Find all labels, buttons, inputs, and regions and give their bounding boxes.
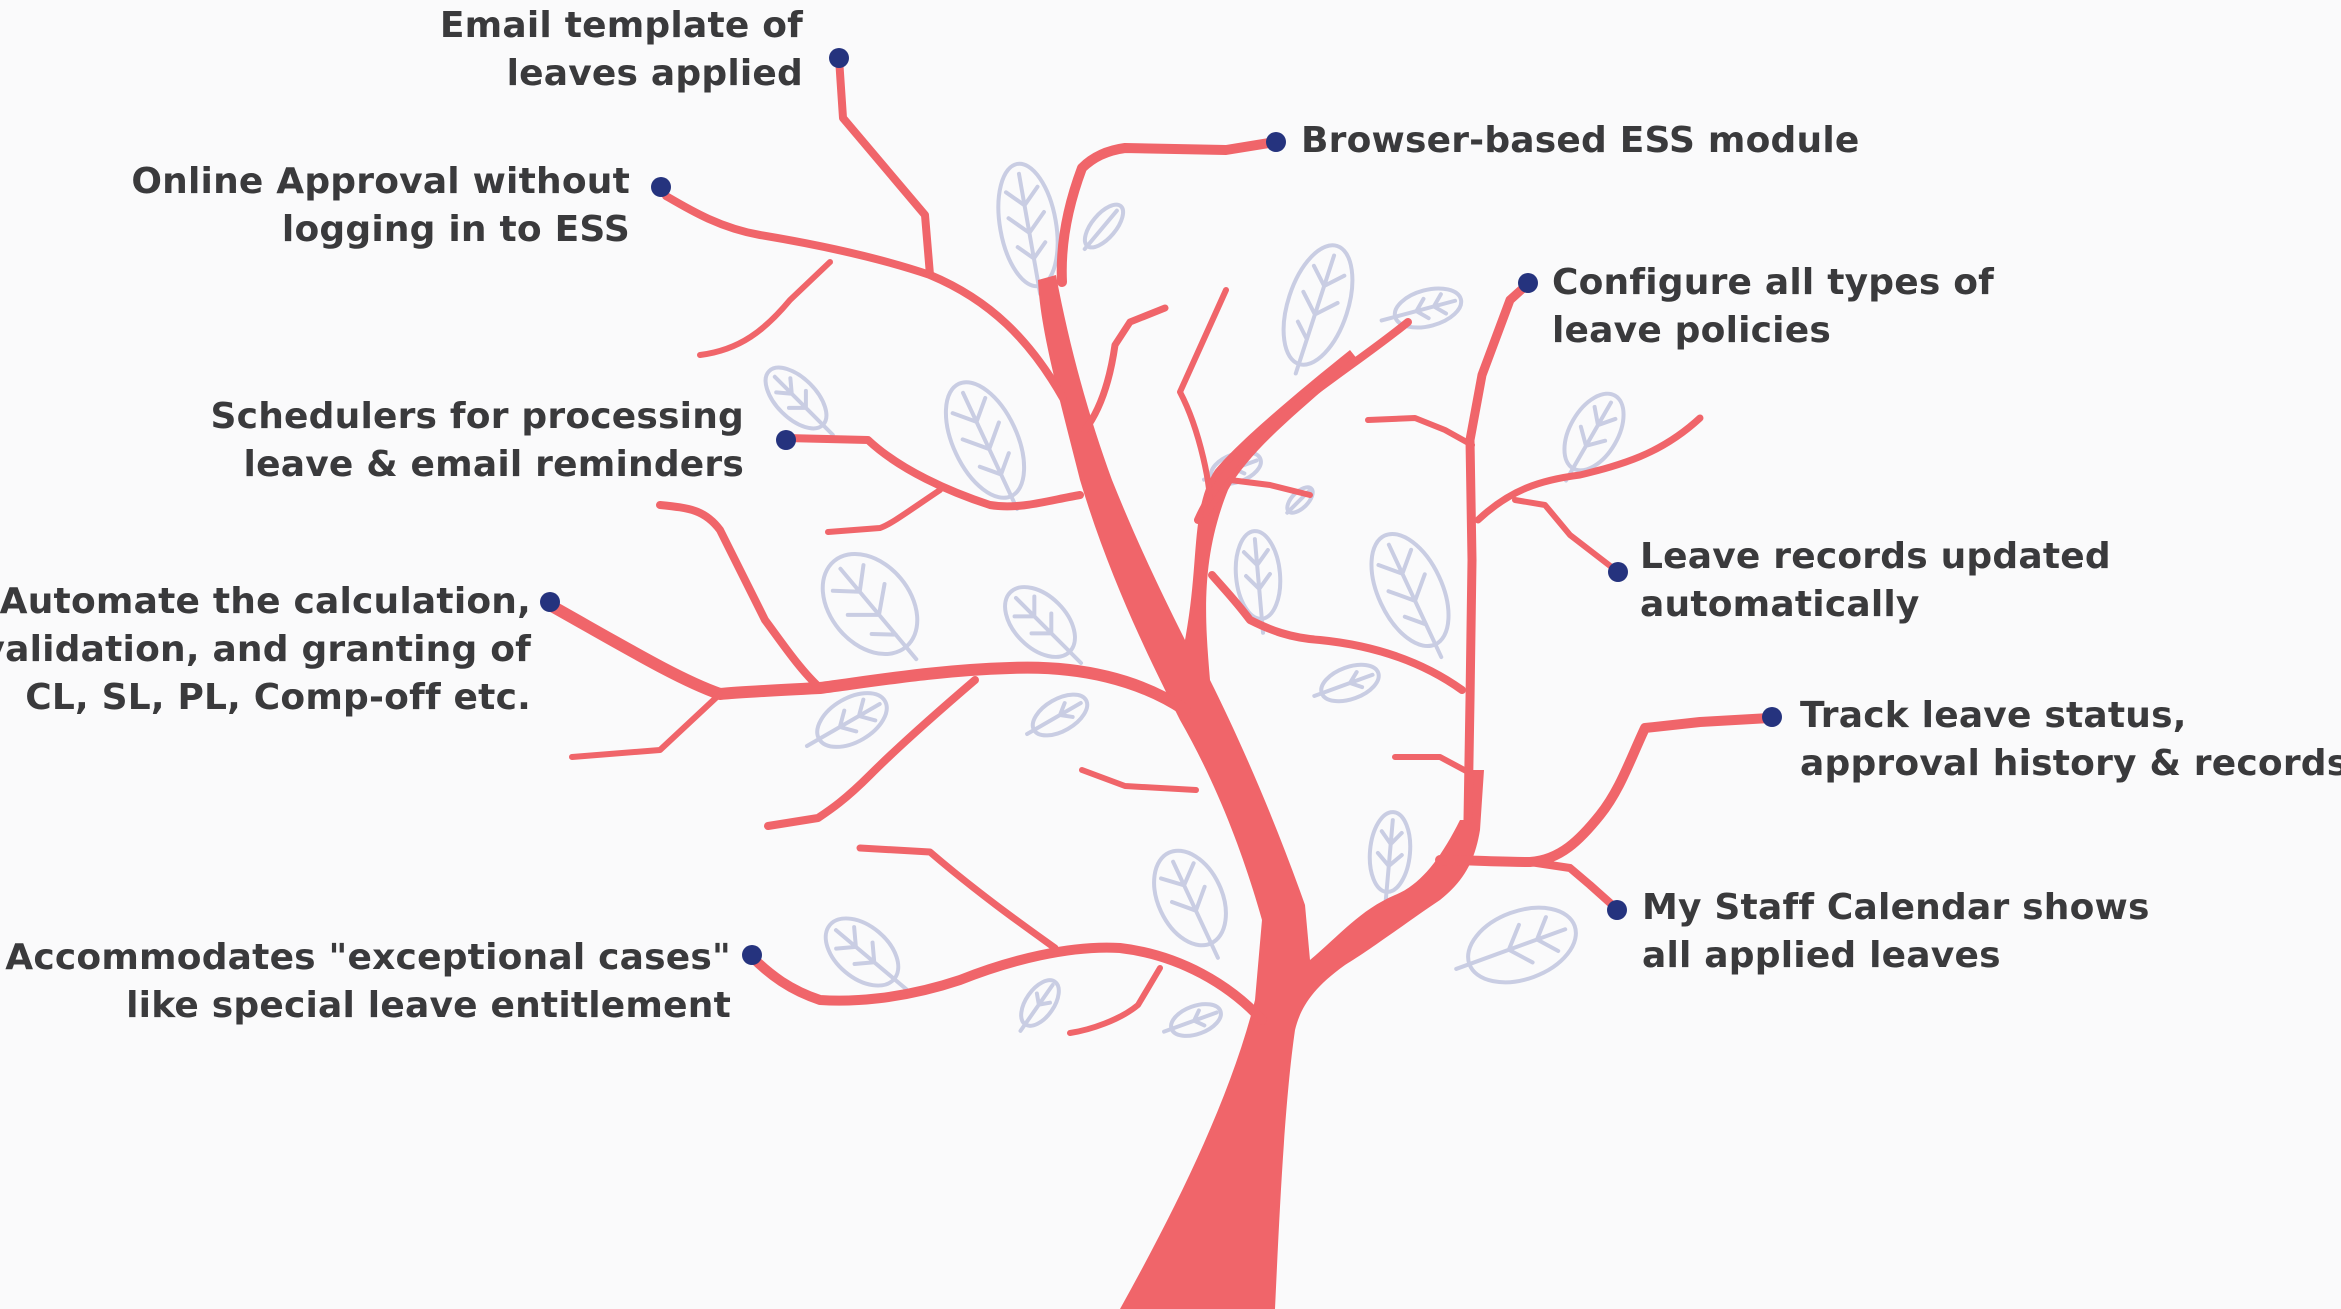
leaf-icon <box>1233 529 1283 635</box>
leaf-icon <box>804 691 889 749</box>
label-line: Online Approval without <box>131 161 630 202</box>
label-line: Configure all types of <box>1552 262 1995 303</box>
dot-schedulers <box>776 430 796 450</box>
label-staff-calendar: My Staff Calendar shows all applied leav… <box>1642 884 2150 980</box>
label-line: CL, SL, PL, Comp-off etc. <box>25 677 531 718</box>
label-line: Browser-based ESS module <box>1301 120 1860 161</box>
dot-configure <box>1518 273 1538 293</box>
label-dots <box>540 48 1782 965</box>
tree-branches <box>544 54 1775 1309</box>
label-line: Accommodates "exceptional cases" <box>5 937 731 978</box>
label-line: leaves applied <box>506 53 803 94</box>
label-schedulers: Schedulers for processing leave & email … <box>211 393 744 489</box>
dot-automate <box>540 592 560 612</box>
label-line: Leave records updated <box>1640 536 2111 577</box>
label-line: all applied leaves <box>1642 935 2001 976</box>
label-configure: Configure all types of leave policies <box>1552 259 1994 355</box>
label-line: My Staff Calendar shows <box>1642 887 2150 928</box>
dot-accommodates <box>742 945 762 965</box>
leaf-icon <box>1018 978 1061 1033</box>
leaf-icon <box>1025 692 1090 738</box>
label-line: logging in to ESS <box>281 209 630 250</box>
label-line: validation, and granting of <box>0 629 531 670</box>
label-line: Automate the calculation, <box>0 581 531 622</box>
label-accommodates: Accommodates "exceptional cases" like sp… <box>5 934 731 1030</box>
leaf-icon <box>1281 243 1355 376</box>
label-line: like special leave entitlement <box>126 985 731 1026</box>
label-line: Schedulers for processing <box>210 396 744 437</box>
label-line: leave policies <box>1552 310 1831 351</box>
tree-trunk <box>1038 275 1484 1309</box>
leaf-icon <box>943 380 1027 511</box>
label-line: automatically <box>1640 584 1920 625</box>
dot-leave-records <box>1608 562 1628 582</box>
leaf-icon <box>1379 286 1464 330</box>
label-line: leave & email reminders <box>243 444 744 485</box>
label-line: Email template of <box>439 5 803 46</box>
dot-staff-calendar <box>1607 900 1627 920</box>
label-leave-records: Leave records updated automatically <box>1640 533 2111 629</box>
dot-online-approval <box>651 177 671 197</box>
leaf-icon <box>1312 662 1381 704</box>
label-browser-ess: Browser-based ESS module <box>1301 117 1860 165</box>
leaf-icon <box>1454 905 1578 985</box>
leaf-icon <box>1162 1002 1223 1038</box>
leaf-icon <box>1562 391 1626 483</box>
label-track-status: Track leave status, approval history & r… <box>1800 692 2341 788</box>
label-line: Track leave status, <box>1800 695 2187 736</box>
leaf-icon <box>1367 810 1413 908</box>
leaf-icon <box>1369 531 1451 660</box>
dot-email-template <box>829 48 849 68</box>
label-email-template: Email template of leaves applied <box>440 2 803 98</box>
label-online-approval: Online Approval without logging in to ES… <box>131 158 630 254</box>
leaf-icon <box>823 916 909 992</box>
dot-browser-ess <box>1266 132 1286 152</box>
leaf-icon <box>1082 202 1126 251</box>
leaf-icon <box>820 551 920 662</box>
label-line: approval history & records <box>1800 743 2341 784</box>
label-automate: Automate the calculation, validation, an… <box>0 578 531 722</box>
leaf-icon <box>1152 848 1228 960</box>
leaf-icon <box>763 365 835 437</box>
dot-track-status <box>1762 707 1782 727</box>
